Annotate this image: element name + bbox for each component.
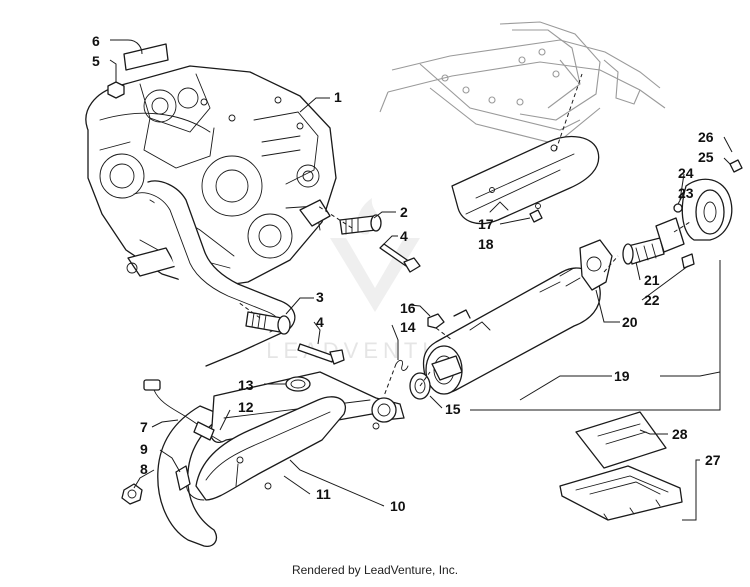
decal-6 [123,43,169,71]
callout-20: 20 [622,314,638,330]
callout-15: 15 [445,401,461,417]
bolt-8 [121,483,143,505]
callout-18: 18 [478,236,494,252]
callout-26: 26 [698,129,714,145]
callout-14: 14 [400,319,416,335]
skid-plate [559,465,683,521]
oxygen-sensor [143,379,223,443]
callout-12: 12 [238,399,254,415]
callout-3: 3 [316,289,324,305]
callout-21: 21 [644,272,660,288]
bolt-4-lower [297,343,345,365]
callout-24: 24 [678,165,694,181]
callout-9: 9 [140,441,148,457]
callout-7: 7 [140,419,148,435]
muffler [422,267,601,395]
callout-22: 22 [644,292,660,308]
dashed-leaders [237,73,691,397]
spark-arrestor [622,217,685,265]
bolt-4-upper [379,243,421,273]
callout-25: 25 [698,149,714,165]
decal-28 [575,411,667,469]
gasket-20 [579,239,613,291]
callout-4-upper: 4 [400,228,408,244]
leader-lines [109,39,733,521]
clamp [285,376,311,392]
callout-11: 11 [316,486,331,502]
heat-shield [451,135,600,225]
frame-structure [379,21,666,145]
nut-5 [107,81,125,99]
screw-22 [681,253,695,269]
washer-24 [673,203,683,213]
pipe-heat-shield [185,396,346,501]
callout-27: 27 [705,452,721,468]
callout-13: 13 [238,377,254,393]
callout-28: 28 [672,426,688,442]
callout-4-lower: 4 [316,314,324,330]
callout-labels: 6 5 1 2 4 3 4 16 14 13 12 7 9 8 11 10 15… [92,33,721,514]
screw-18 [529,209,543,223]
callout-10: 10 [390,498,406,514]
tail-cap [681,178,733,241]
callout-8: 8 [140,461,148,477]
engine-assembly [85,65,337,289]
callout-23: 23 [678,185,694,201]
callout-17: 17 [478,216,494,232]
callout-6: 6 [92,33,100,49]
screw-25 [729,159,743,173]
callout-16: 16 [400,300,416,316]
callout-2: 2 [400,204,408,220]
callout-19: 19 [614,368,630,384]
spring-14 [395,359,409,371]
stud-2 [339,214,382,235]
bolt-16 [427,313,445,329]
render-credit: Rendered by LeadVenture, Inc. [291,563,459,577]
callout-5: 5 [92,53,100,69]
stud-3 [245,311,291,335]
callout-1: 1 [334,89,342,105]
